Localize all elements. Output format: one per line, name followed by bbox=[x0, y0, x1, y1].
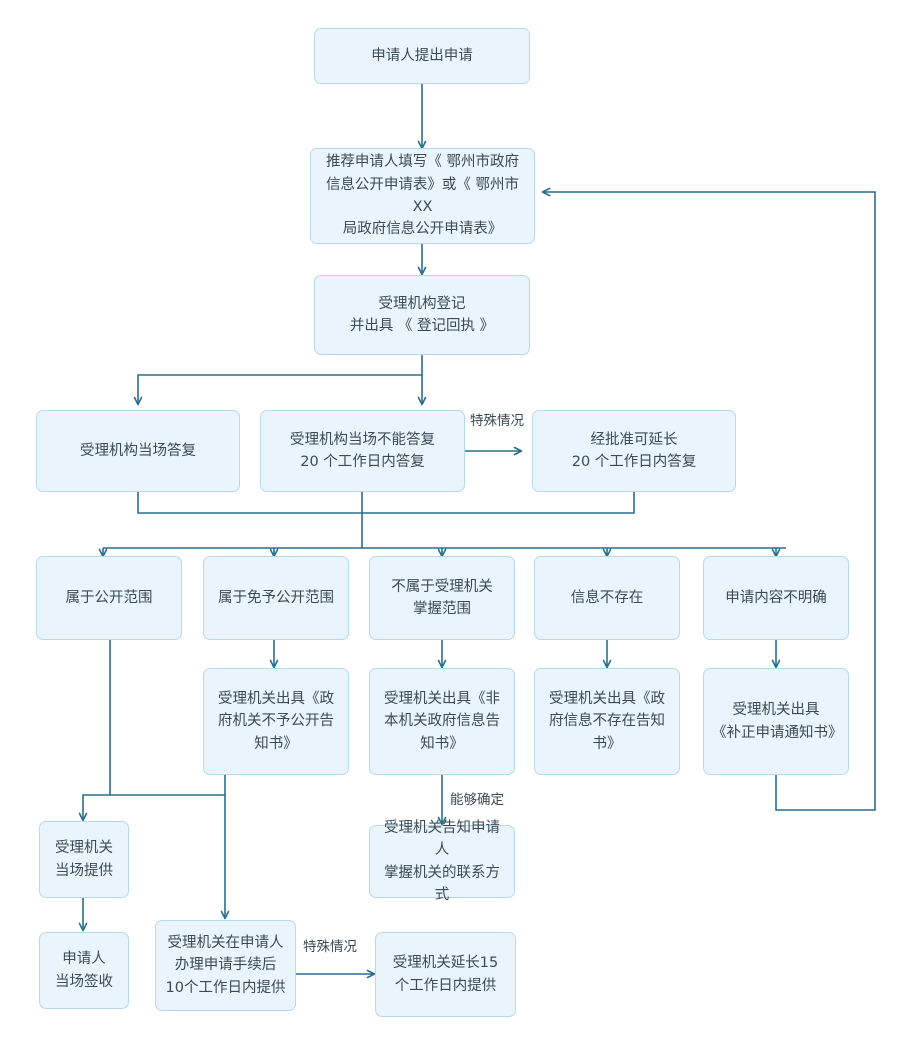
wire-amend-feedback-to-form bbox=[541, 187, 876, 811]
node-applicant-sign-on-spot[interactable]: 申请人 当场签收 bbox=[39, 932, 129, 1009]
wire-register-to-onspot bbox=[133, 355, 423, 406]
node-agency-register-receipt[interactable]: 受理机构登记 并出具 《 登记回执 》 bbox=[314, 275, 530, 355]
node-provide-within-10-working-days[interactable]: 受理机关在申请人 办理申请手续后 10个工作日内提供 bbox=[155, 920, 296, 1011]
wire-public-to-onspot-provide bbox=[78, 640, 111, 822]
node-not-in-agency-scope[interactable]: 不属于受理机关 掌握范围 bbox=[369, 556, 515, 640]
node-notice-refuse-disclosure[interactable]: 受理机关出具《政 府机关不予公开告 知书》 bbox=[203, 668, 349, 775]
node-answer-on-spot[interactable]: 受理机构当场答复 bbox=[36, 410, 240, 492]
node-approved-extension-20days[interactable]: 经批准可延长 20 个工作日内答复 bbox=[532, 410, 736, 492]
node-notice-not-this-agency[interactable]: 受理机关出具《非 本机关政府信息告 知书》 bbox=[369, 668, 515, 775]
node-notice-amend-application[interactable]: 受理机关出具 《补正申请通知书》 bbox=[703, 668, 849, 775]
node-extend-15-working-days[interactable]: 受理机关延长15 个工作日内提供 bbox=[375, 932, 516, 1017]
node-request-content-unclear[interactable]: 申请内容不明确 bbox=[703, 556, 849, 640]
node-within-public-scope[interactable]: 属于公开范围 bbox=[36, 556, 182, 640]
node-applicant-submits[interactable]: 申请人提出申请 bbox=[314, 28, 530, 84]
edge-label-special-case-bottom: 特殊情况 bbox=[303, 939, 357, 955]
edge-label-special-case-top: 特殊情况 bbox=[470, 413, 524, 429]
edge-label-can-determine: 能够确定 bbox=[450, 792, 504, 808]
node-notice-information-absent[interactable]: 受理机关出具《政 府信息不存在告知 书》 bbox=[534, 668, 680, 775]
node-cannot-answer-on-spot-20days[interactable]: 受理机构当场不能答复 20 个工作日内答复 bbox=[260, 410, 465, 492]
wire-merge-bus bbox=[137, 492, 635, 514]
node-inform-contact-method[interactable]: 受理机关告知申请人 掌握机关的联系方式 bbox=[369, 820, 515, 903]
node-agency-provide-on-spot[interactable]: 受理机关 当场提供 bbox=[39, 821, 129, 898]
node-information-not-exist[interactable]: 信息不存在 bbox=[534, 556, 680, 640]
node-within-exempt-scope[interactable]: 属于免予公开范围 bbox=[203, 556, 349, 640]
node-fill-application-form[interactable]: 推荐申请人填写《 鄂州市政府 信息公开申请表》或《 鄂州市XX 局政府信息公开申… bbox=[310, 148, 535, 244]
